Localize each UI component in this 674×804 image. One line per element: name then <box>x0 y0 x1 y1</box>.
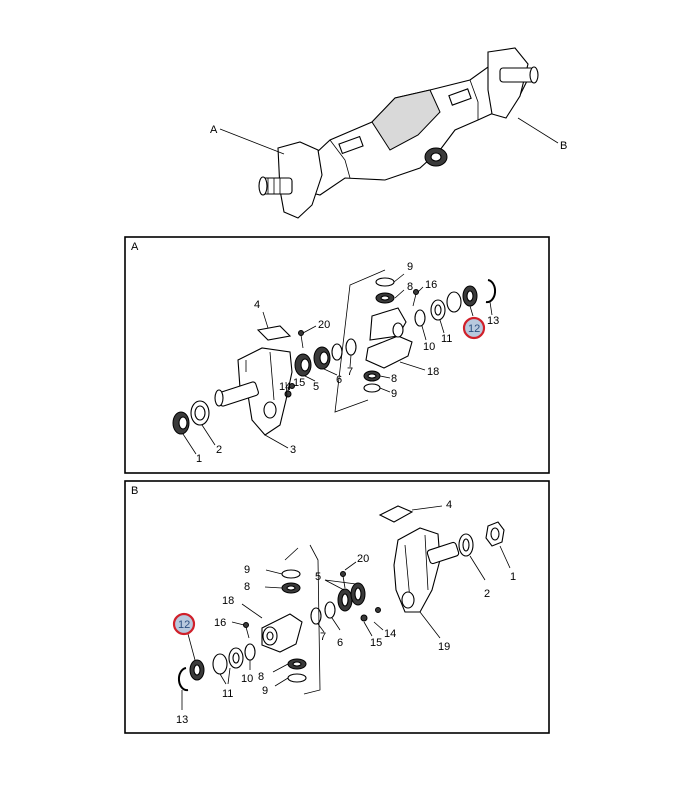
panel-a-title: A <box>131 241 139 253</box>
panel-a: A <box>124 236 550 474</box>
panel-b-callout-2: 2 <box>484 588 490 600</box>
panel-b-callout-18: 18 <box>222 595 234 607</box>
panel-b-callout-9: 9 <box>244 564 250 576</box>
panel-a-frame <box>124 236 550 474</box>
overview-label-b: B <box>560 140 567 152</box>
panel-b-callout-20: 20 <box>357 553 369 565</box>
panel-b-highlight-12 <box>172 612 196 636</box>
panel-a-callout-9: 9 <box>407 261 413 273</box>
panel-b-callout-6: 6 <box>337 637 343 649</box>
panel-b-callout-8: 8 <box>258 671 264 683</box>
panel-a-callout-15: 15 <box>293 377 305 389</box>
panel-b-callout-15: 15 <box>370 637 382 649</box>
panel-b-callout-1: 1 <box>510 571 516 583</box>
panel-a-callouts: 1 2 3 4 5 6 7 8 8 9 9 10 11 <box>182 261 499 465</box>
panel-a-callout-11: 11 <box>441 333 452 345</box>
panel-b-callout-5: 5 <box>315 571 321 583</box>
panel-b-callout-7: 7 <box>320 631 326 643</box>
panel-a-callout-6: 6 <box>336 374 342 386</box>
panel-b-callout-12: 12 <box>178 619 190 631</box>
panel-a-callout-16: 16 <box>425 279 437 291</box>
panel-a-callout-18: 18 <box>427 366 439 378</box>
panel-a-callout-2: 2 <box>216 444 222 456</box>
panel-a-highlight-12 <box>462 316 486 340</box>
panel-a-callout-9: 9 <box>391 388 397 400</box>
panel-b-callout-19: 19 <box>438 641 450 653</box>
panel-a-callout-14: 14 <box>279 381 291 393</box>
panel-b: B <box>124 480 550 734</box>
panel-b-callout-10: 10 <box>241 673 253 685</box>
panel-a-callout-7: 7 <box>347 366 353 378</box>
panel-b-callout-16: 16 <box>214 617 226 629</box>
panel-b-title: B <box>131 485 138 497</box>
panel-a-callout-3: 3 <box>290 444 296 456</box>
panel-a-callout-8: 8 <box>391 373 397 385</box>
axle-overview: A B <box>210 47 567 219</box>
panel-b-callouts: 1 2 4 5 6 7 8 8 9 9 10 11 <box>172 499 516 726</box>
panel-a-callout-4: 4 <box>254 299 260 311</box>
panel-b-callout-8: 8 <box>244 581 250 593</box>
panel-b-callout-14: 14 <box>384 628 396 640</box>
panel-a-callout-12: 12 <box>468 323 480 335</box>
panel-b-callout-9: 9 <box>262 685 268 697</box>
panel-a-callout-5: 5 <box>313 381 319 393</box>
panel-a-callout-8: 8 <box>407 281 413 293</box>
panel-b-frame <box>124 480 550 734</box>
panel-a-callout-13: 13 <box>487 315 499 327</box>
panel-b-callout-11: 11 <box>222 688 233 700</box>
panel-b-callout-4: 4 <box>446 499 452 511</box>
panel-a-callout-20: 20 <box>318 319 330 331</box>
panel-b-callout-13: 13 <box>176 714 188 726</box>
panel-a-callout-1: 1 <box>196 453 202 465</box>
overview-label-a: A <box>210 124 218 136</box>
panel-a-callout-10: 10 <box>423 341 435 353</box>
